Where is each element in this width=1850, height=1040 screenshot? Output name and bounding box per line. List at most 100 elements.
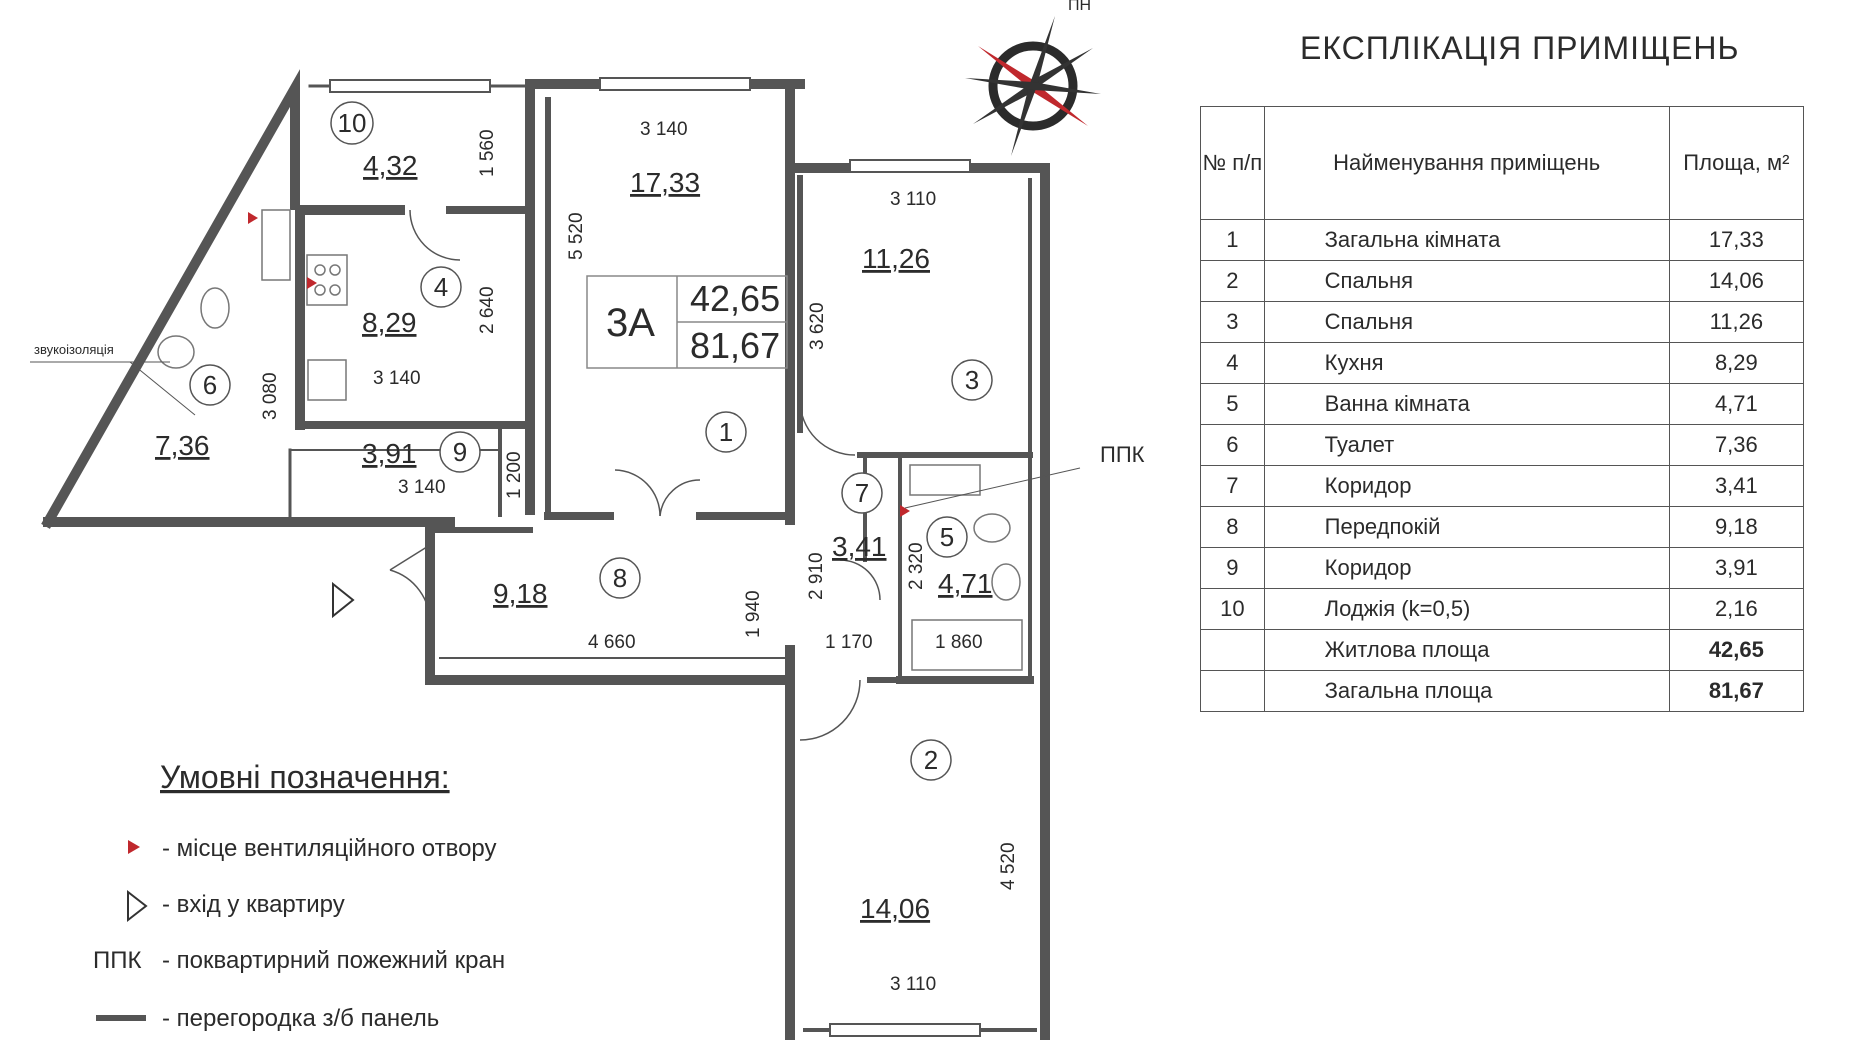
room-number-2: 2 xyxy=(910,739,952,781)
compass-label: ПН xyxy=(1068,0,1091,14)
room-area-6: 7,36 xyxy=(155,430,210,461)
loggia-outline xyxy=(41,69,300,529)
row-no: 4 xyxy=(1200,342,1265,384)
room-number-7: 7 xyxy=(841,472,883,514)
explication-table: № п/п Найменування приміщень Площа, м² 1… xyxy=(1200,106,1805,712)
row-area: 14,06 xyxy=(1668,260,1805,302)
svg-text:7: 7 xyxy=(855,478,869,508)
apartment-info-box: 3А 42,65 81,67 xyxy=(586,275,788,369)
row-area: 2,16 xyxy=(1668,588,1805,630)
room-area-9: 3,91 xyxy=(362,438,417,469)
washbasin-5 xyxy=(991,563,1021,601)
row-name: Кухня xyxy=(1263,342,1670,384)
total-name: Загальна площа xyxy=(1263,670,1670,712)
svg-text:9: 9 xyxy=(453,437,467,467)
dim-label: 2 910 xyxy=(806,552,827,600)
row-name: Туалет xyxy=(1263,424,1670,466)
ppk-label: ППК xyxy=(1100,442,1145,467)
entrance-icon xyxy=(127,889,148,923)
room-numbers: 1 2 3 4 5 6 7 8 9 10 xyxy=(189,101,993,781)
dim-label: 2 320 xyxy=(906,542,927,590)
dim-label: 5 520 xyxy=(566,212,587,260)
bathtub xyxy=(911,619,1023,671)
ppk-callout: ППК xyxy=(904,442,1145,509)
kitchen-stove xyxy=(306,254,348,306)
legend: Умовні позначення: - місце вентиляційног… xyxy=(93,759,505,1032)
svg-text:10: 10 xyxy=(338,108,367,138)
legend-item-ventilation: - місце вентиляційного отвору xyxy=(162,835,497,862)
row-no: 10 xyxy=(1200,588,1265,630)
header-name: Найменування приміщень xyxy=(1263,106,1670,220)
dim-label: 4 660 xyxy=(588,632,636,653)
svg-text:2: 2 xyxy=(924,745,938,775)
row-area: 17,33 xyxy=(1668,219,1805,261)
row-area: 9,18 xyxy=(1668,506,1805,548)
dim-label: 2 640 xyxy=(477,286,498,334)
vent-marker-icon xyxy=(900,505,910,517)
dim-label: 3 140 xyxy=(398,477,446,498)
dim-label: 3 140 xyxy=(640,119,688,140)
room-area-5: 4,71 xyxy=(938,568,993,599)
room-number-3: 3 xyxy=(951,359,993,401)
dim-label: 1 560 xyxy=(477,129,498,177)
legend-title: Умовні позначення: xyxy=(160,759,450,795)
legend-item-entrance: - вхід у квартиру xyxy=(162,891,345,918)
explication-title: ЕКСПЛІКАЦІЯ ПРИМІЩЕНЬ xyxy=(1300,30,1740,66)
row-name: Передпокій xyxy=(1263,506,1670,548)
svg-text:3: 3 xyxy=(965,365,979,395)
apartment-living-area: 42,65 xyxy=(690,278,780,319)
svg-text:4: 4 xyxy=(434,272,448,302)
row-no: 8 xyxy=(1200,506,1265,548)
svg-text:1: 1 xyxy=(719,417,733,447)
walls xyxy=(41,69,1050,1040)
row-no: 7 xyxy=(1200,465,1265,507)
room-number-6: 6 xyxy=(189,364,231,406)
room-area-1: 17,33 xyxy=(630,167,700,198)
room-area-8: 9,18 xyxy=(493,578,548,609)
dim-label: 3 110 xyxy=(890,974,936,995)
dim-label: 3 620 xyxy=(807,302,828,350)
room-number-5: 5 xyxy=(926,516,968,558)
total-name: Житлова площа xyxy=(1263,629,1670,671)
header-no: № п/п xyxy=(1200,106,1265,220)
total-area: 81,67 xyxy=(1668,670,1805,712)
row-no: 2 xyxy=(1200,260,1265,302)
dim-label: 1 940 xyxy=(743,590,764,638)
svg-text:6: 6 xyxy=(203,370,217,400)
row-name: Загальна кімната xyxy=(1263,219,1670,261)
vent-marker-icon xyxy=(128,840,140,854)
room-area-7: 3,41 xyxy=(832,531,887,562)
fixtures xyxy=(157,209,1023,671)
row-name: Лоджія (k=0,5) xyxy=(1263,588,1670,630)
row-no: 5 xyxy=(1200,383,1265,425)
row-no: 6 xyxy=(1200,424,1265,466)
dim-label: 4 520 xyxy=(998,842,1019,890)
soundproofing-label: звукоізоляція xyxy=(34,342,114,357)
room-areas: 17,33 14,06 11,26 8,29 4,71 7,36 3,41 9,… xyxy=(155,150,993,924)
row-area: 3,41 xyxy=(1668,465,1805,507)
row-no: 1 xyxy=(1200,219,1265,261)
dim-label: 3 080 xyxy=(260,372,281,420)
row-name: Спальня xyxy=(1263,301,1670,343)
row-area: 7,36 xyxy=(1668,424,1805,466)
row-area: 8,29 xyxy=(1668,342,1805,384)
washbasin-6 xyxy=(157,335,195,369)
header-area: Площа, м² xyxy=(1668,106,1805,220)
doors xyxy=(389,209,881,741)
toilet-5 xyxy=(973,513,1011,543)
dim-label: 3 110 xyxy=(890,189,936,210)
room-number-1: 1 xyxy=(705,411,747,453)
row-area: 4,71 xyxy=(1668,383,1805,425)
row-no: 9 xyxy=(1200,547,1265,589)
row-name: Коридор xyxy=(1263,465,1670,507)
row-name: Коридор xyxy=(1263,547,1670,589)
room-area-3: 11,26 xyxy=(862,243,930,274)
